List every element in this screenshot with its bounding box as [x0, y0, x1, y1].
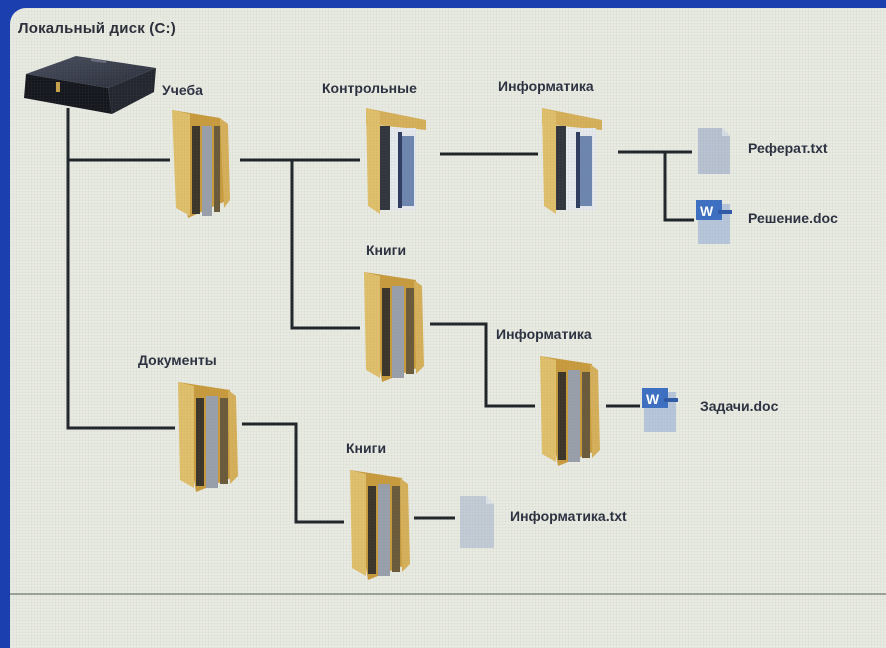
file-label-referat: Реферат.txt — [748, 140, 828, 156]
folder-icon[interactable] — [346, 464, 414, 582]
connector-dokumenty-knigi2 — [242, 422, 344, 524]
folder-icon[interactable] — [538, 102, 606, 220]
word-file-icon[interactable]: W — [640, 384, 684, 434]
svg-text:W: W — [646, 391, 660, 407]
folder-label-knigi-2: Книги — [346, 440, 387, 456]
folder-icon[interactable] — [168, 104, 236, 222]
hard-drive-icon[interactable] — [16, 52, 158, 118]
tree-connectors — [66, 108, 694, 524]
file-label-reshenie: Решение.doc — [748, 210, 838, 226]
folder-label-informatika: Информатика — [498, 78, 594, 94]
folder-icon[interactable] — [174, 376, 242, 494]
diagram-title: Локальный диск (C:) — [18, 20, 176, 37]
file-label-informatika-txt: Информатика.txt — [510, 508, 627, 524]
svg-text:W: W — [700, 203, 714, 219]
connector-root-trunk — [66, 108, 175, 430]
connector-ucheba-knigi — [290, 160, 360, 330]
folder-label-ucheba: Учеба — [162, 82, 203, 98]
word-file-icon[interactable]: W — [694, 196, 738, 246]
folder-icon[interactable] — [360, 266, 428, 384]
diagram-panel: Локальный диск (C:) — [10, 8, 886, 648]
text-file-icon[interactable] — [694, 126, 734, 176]
file-label-zadachi: Задачи.doc — [700, 398, 779, 414]
folder-label-knigi: Книги — [366, 242, 407, 258]
text-file-icon[interactable] — [456, 494, 498, 550]
folder-label-dokumenty: Документы — [138, 352, 217, 368]
connector-knigi-informatika2 — [430, 322, 535, 408]
folder-icon[interactable] — [536, 350, 604, 468]
divider — [10, 593, 886, 595]
folder-label-kontrolnye: Контрольные — [322, 80, 417, 96]
folder-label-informatika-2: Информатика — [496, 326, 592, 342]
connector-informatika-reshenie — [663, 152, 694, 222]
folder-icon[interactable] — [362, 102, 430, 220]
